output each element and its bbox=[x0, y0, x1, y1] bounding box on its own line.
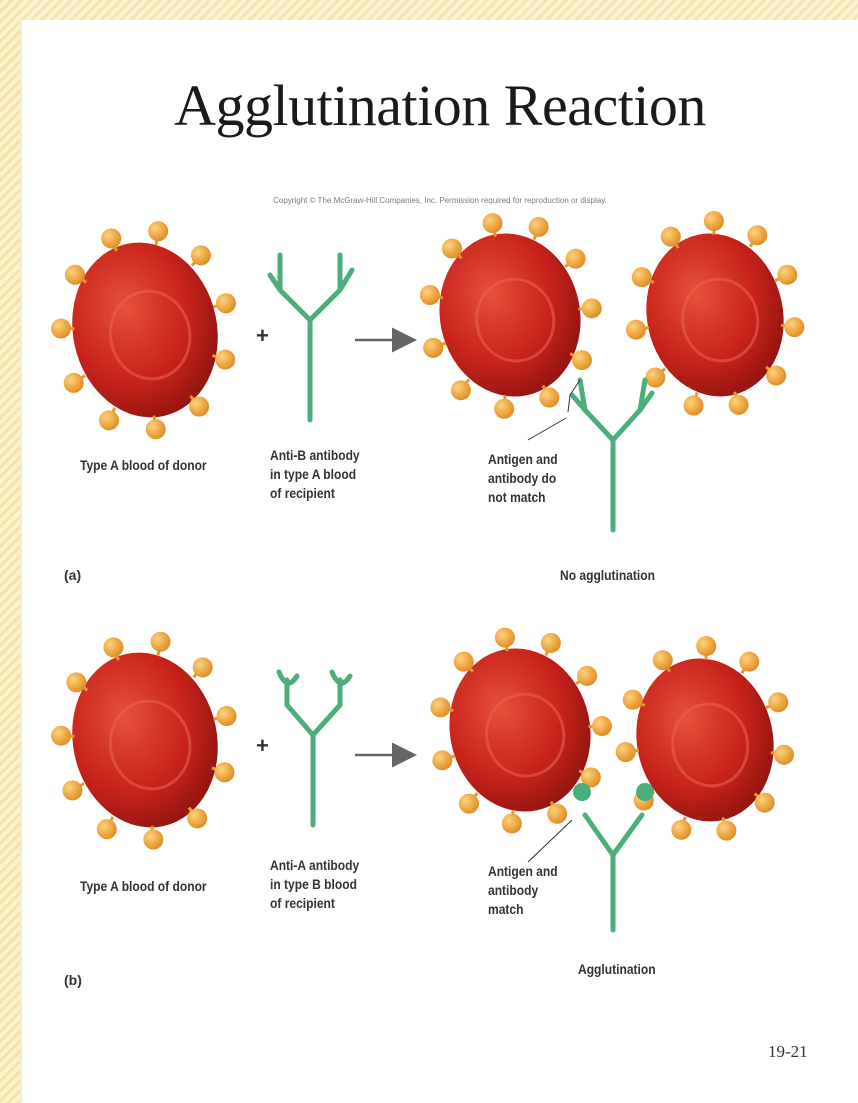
antigen-knob bbox=[716, 821, 736, 841]
antigen-knob bbox=[495, 628, 515, 648]
panel-a-tag: (a) bbox=[64, 567, 81, 583]
antigen-knob bbox=[215, 762, 235, 782]
panel-b-antibody-label: Anti-A antibody in type B blood of recip… bbox=[270, 856, 359, 913]
panel-b-donor-label: Type A blood of donor bbox=[80, 877, 207, 896]
antigen-knob bbox=[420, 285, 440, 305]
antigen-knob bbox=[99, 410, 119, 430]
antigen-knob bbox=[566, 249, 586, 269]
antigen-knob bbox=[653, 650, 673, 670]
antigen-knob bbox=[623, 690, 643, 710]
slide-number: 19-21 bbox=[768, 1042, 808, 1062]
antigen-knob bbox=[502, 814, 522, 834]
antigen-knob bbox=[547, 804, 567, 824]
antigen-knob bbox=[65, 265, 85, 285]
antigen-knob bbox=[494, 399, 514, 419]
panel-b-tag: (b) bbox=[64, 972, 82, 988]
antigen-knob bbox=[661, 227, 681, 247]
antigen-knob bbox=[430, 697, 450, 717]
antigen-knob bbox=[442, 239, 462, 259]
panel-a-result-label: No agglutination bbox=[560, 566, 655, 585]
antigen-knob bbox=[151, 632, 171, 652]
antigen-knob bbox=[645, 368, 665, 388]
antigen-knob bbox=[483, 213, 503, 233]
panel-a-plus-sign: + bbox=[256, 323, 269, 348]
antigen-knob bbox=[97, 819, 117, 839]
antigen-knob bbox=[632, 267, 652, 287]
panel-a-donor-cell bbox=[51, 221, 236, 439]
antigen-knob bbox=[784, 317, 804, 337]
antigen-knob bbox=[626, 320, 646, 340]
antigen-knob bbox=[616, 742, 636, 762]
svg-text:+: + bbox=[256, 323, 269, 348]
panel-a-antibody-label: Anti-B antibody in type A blood of recip… bbox=[270, 446, 360, 503]
antigen-knob bbox=[451, 380, 471, 400]
antigen-knob bbox=[66, 672, 86, 692]
antigen-knob bbox=[103, 637, 123, 657]
antigen-knob bbox=[459, 794, 479, 814]
panel-b-donor-cell bbox=[51, 632, 236, 850]
panel-b-result-cell-right bbox=[616, 636, 794, 841]
antigen-knob bbox=[216, 293, 236, 313]
antigen-knob bbox=[739, 652, 759, 672]
antigen-knob bbox=[51, 726, 71, 746]
antigen-knob bbox=[684, 396, 704, 416]
antigen-knob bbox=[215, 350, 235, 370]
antigen-knob bbox=[729, 395, 749, 415]
antigen-knob bbox=[193, 657, 213, 677]
antigen-knob bbox=[541, 633, 561, 653]
antigen-knob bbox=[217, 706, 237, 726]
antigen-knob bbox=[777, 265, 797, 285]
antigen-knob bbox=[143, 830, 163, 850]
panel-b-note-label: Antigen and antibody match bbox=[488, 862, 558, 919]
antigen-knob bbox=[572, 350, 592, 370]
antigen-knob bbox=[704, 211, 724, 231]
panel-a-antibody-icon bbox=[270, 255, 352, 420]
antigen-knob bbox=[747, 225, 767, 245]
antigen-knob bbox=[671, 820, 691, 840]
antigen-knob bbox=[101, 228, 121, 248]
antigen-knob bbox=[187, 808, 207, 828]
panel-b-plus-sign: + bbox=[256, 733, 269, 758]
panel-a-note-label: Antigen and antibody do not match bbox=[488, 450, 558, 507]
antigen-knob bbox=[146, 419, 166, 439]
antigen-knob bbox=[529, 217, 549, 237]
antigen-knob bbox=[577, 666, 597, 686]
antigen-knob bbox=[768, 692, 788, 712]
antigen-knob bbox=[191, 245, 211, 265]
panel-b-result-label: Agglutination bbox=[578, 960, 656, 979]
svg-text:+: + bbox=[256, 733, 269, 758]
antigen-knob bbox=[755, 793, 775, 813]
antigen-knob bbox=[774, 745, 794, 765]
antigen-knob bbox=[454, 652, 474, 672]
antigen-knob bbox=[766, 366, 786, 386]
panel-a-donor-label: Type A blood of donor bbox=[80, 456, 207, 475]
antigen-knob bbox=[539, 388, 559, 408]
antigen-knob bbox=[582, 298, 602, 318]
antigen-knob bbox=[423, 338, 443, 358]
antigen-knob bbox=[64, 373, 84, 393]
antigen-knob bbox=[189, 397, 209, 417]
antigen-knob bbox=[51, 319, 71, 339]
antigen-knob bbox=[62, 780, 82, 800]
antigen-knob bbox=[432, 750, 452, 770]
panel-b-result-cell-left bbox=[430, 628, 612, 834]
antigen-knob bbox=[148, 221, 168, 241]
panel-b-antibody-icon bbox=[279, 672, 350, 825]
panel-a-result-cell-right bbox=[626, 211, 804, 416]
antigen-knob bbox=[696, 636, 716, 656]
antigen-knob bbox=[592, 716, 612, 736]
